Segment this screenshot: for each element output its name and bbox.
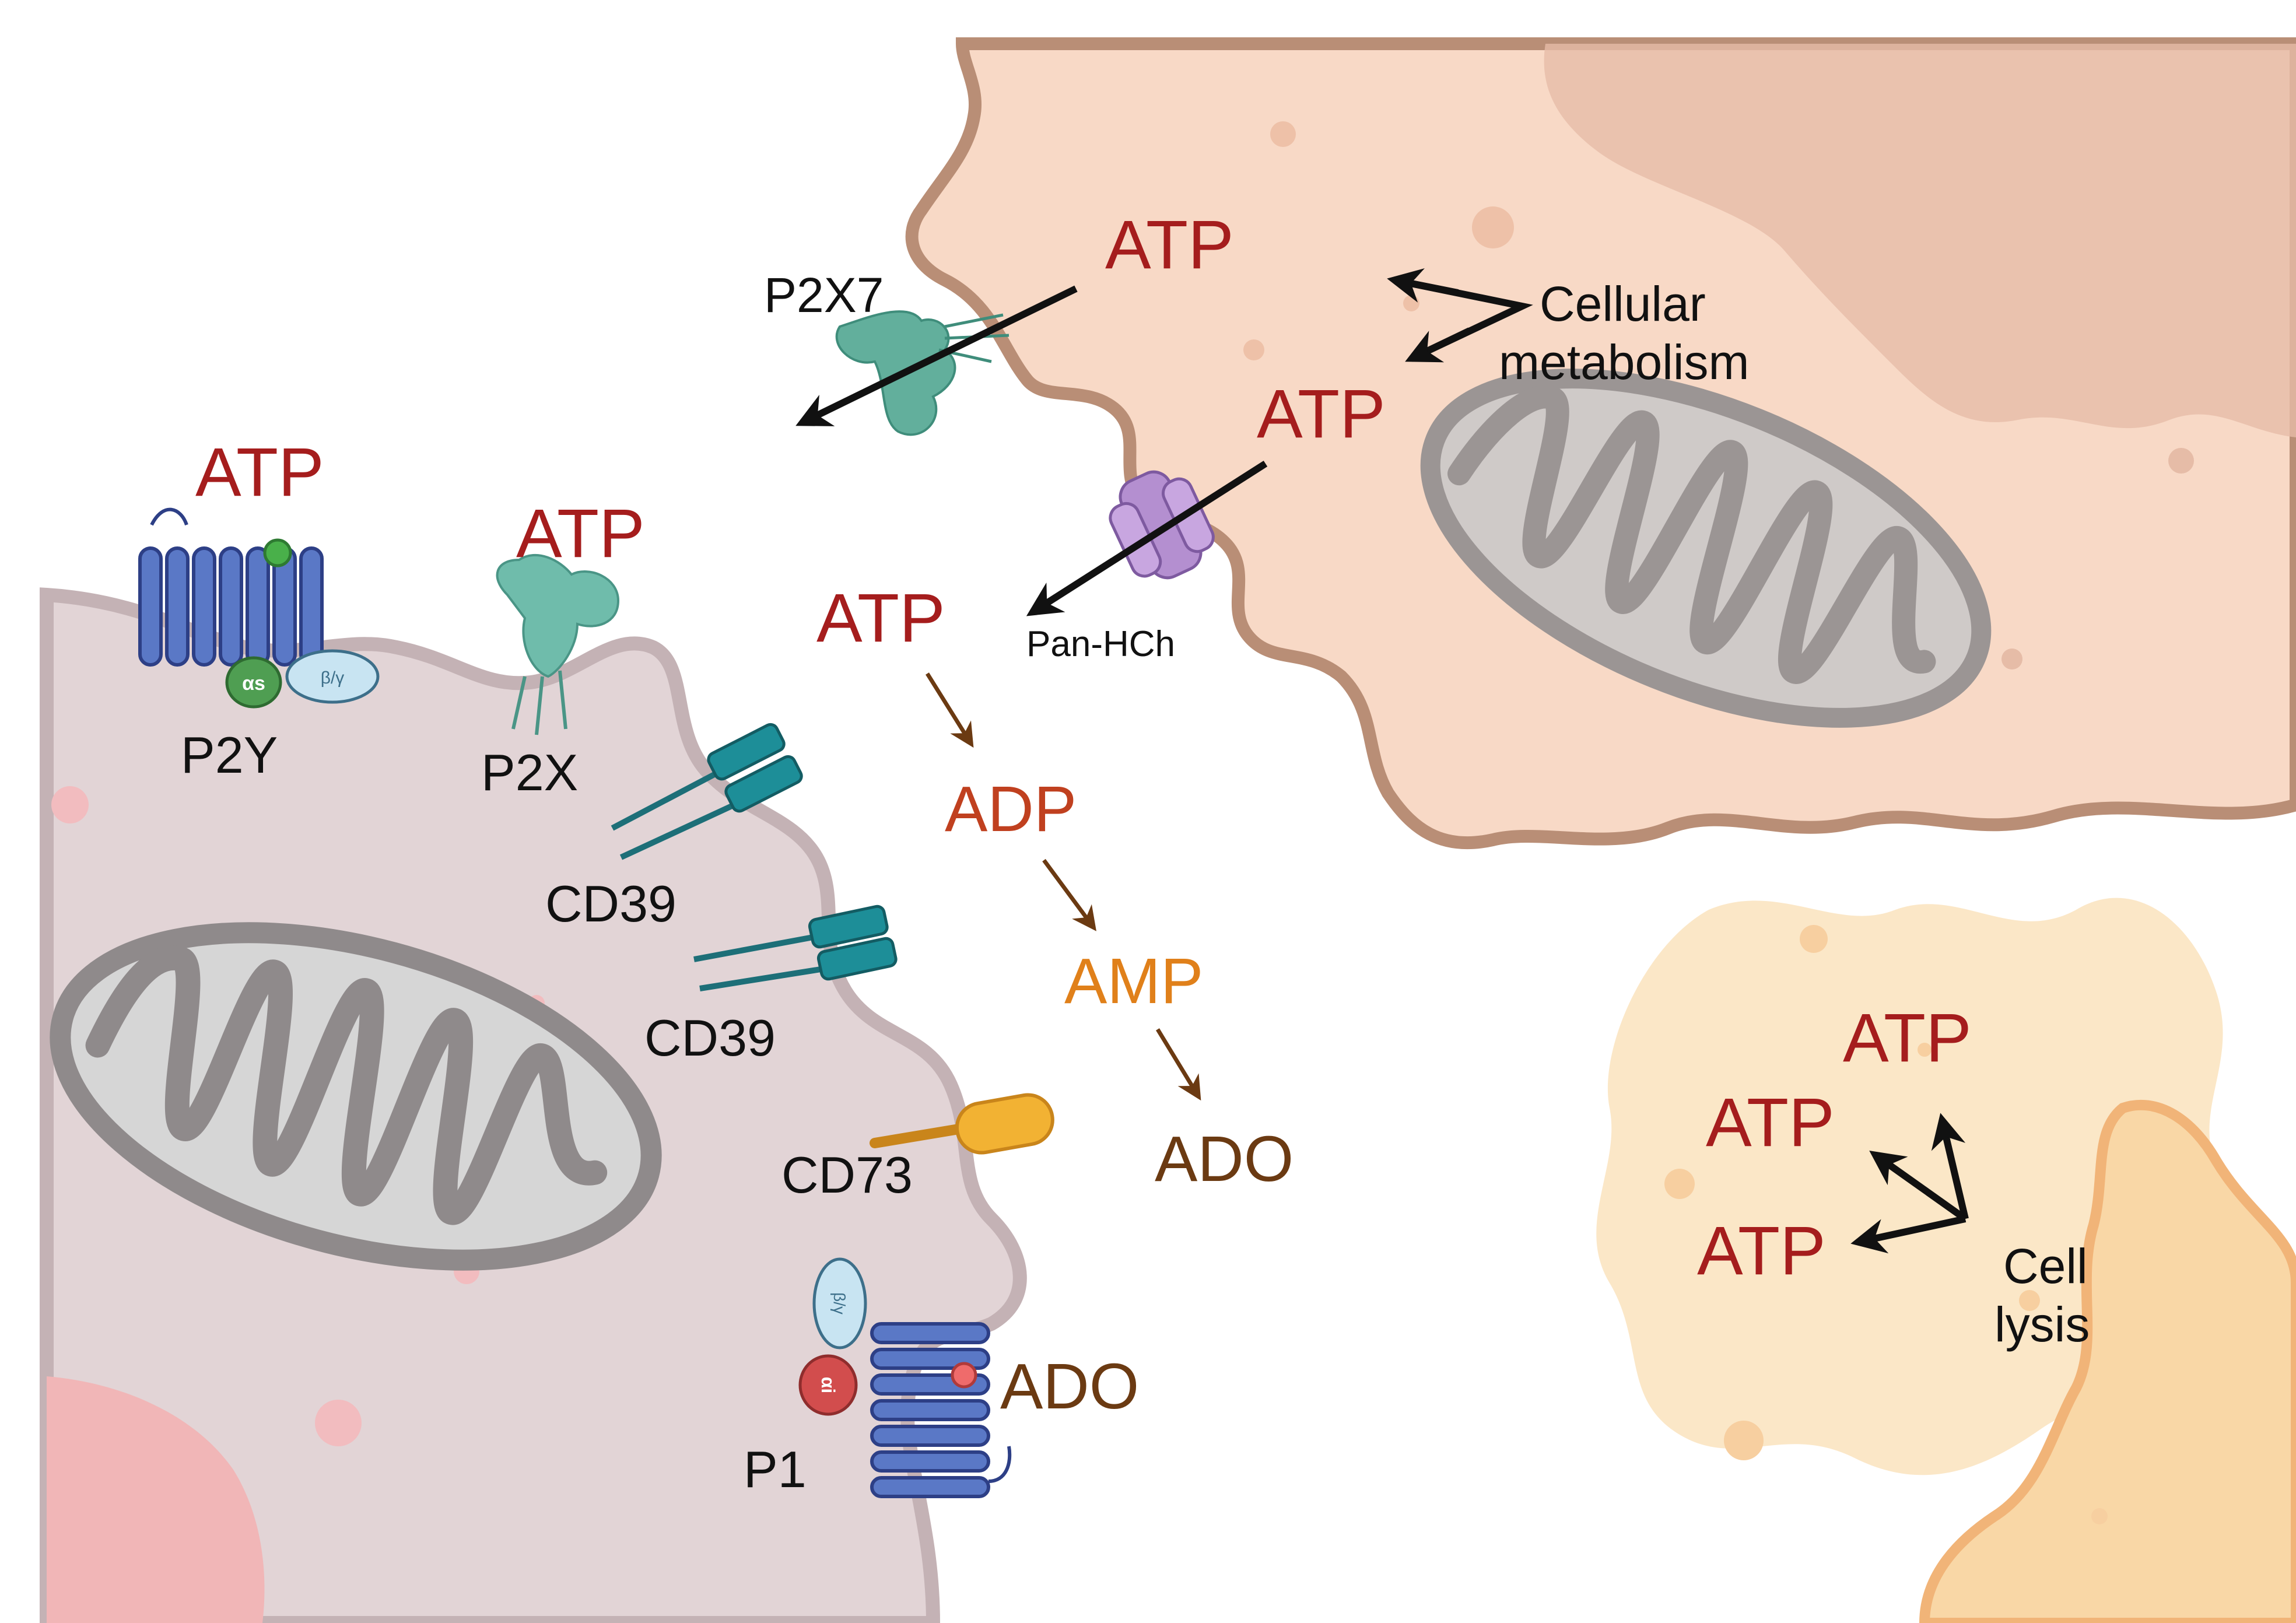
cd73-label: CD73	[781, 1146, 913, 1204]
cd39-enzyme-icon	[611, 723, 803, 860]
p2y-gpcr-icon	[138, 507, 324, 667]
atp-label-lysis-top: ATP	[1843, 1000, 1972, 1077]
amp-to-ado-arrow	[1156, 1028, 1201, 1101]
p1-gpcr-icon	[870, 1322, 1012, 1498]
p2y-label: P2Y	[181, 726, 278, 784]
beta-gamma-subunit-p2y: β/γ	[285, 649, 380, 704]
cell-lysis-label-line1: Cell	[2003, 1239, 2088, 1294]
beta-gamma-label-p2y: β/γ	[321, 668, 345, 688]
amp-label: AMP	[1064, 945, 1203, 1017]
p2x-label: P2X	[481, 744, 578, 801]
alpha-s-subunit: αs	[225, 656, 282, 709]
lysis-arrow-3	[1850, 1215, 1967, 1254]
atp-label-p2y: ATP	[195, 434, 324, 511]
pan-hch-label: Pan-HCh	[1026, 624, 1175, 664]
ado-label-cascade: ADO	[1155, 1123, 1294, 1195]
p2x-channel-icon	[496, 553, 620, 735]
atp-label-pannexin: ATP	[1257, 376, 1386, 453]
cell-lysis-label-line2: lysis	[1994, 1297, 2090, 1352]
atp-label-lysis-bottom: ATP	[1697, 1212, 1826, 1289]
p2x7-efflux-arrow	[795, 285, 1078, 426]
adp-label: ADP	[945, 773, 1077, 845]
mitochondrion-icon	[50, 922, 662, 1271]
cellular-metabolism-label-line1: Cellular	[1540, 276, 1706, 331]
labels: ATP ATP Cellular metabolism P2X7 Pan-HCh…	[181, 206, 2090, 1498]
p2x7-label: P2X7	[764, 268, 884, 323]
arrows	[795, 268, 1969, 1254]
cellular-metabolism-label-line2: metabolism	[1499, 335, 1749, 390]
cd39-enzyme-icon	[693, 905, 898, 991]
p1-label: P1	[744, 1440, 807, 1498]
adp-to-amp-arrow	[1042, 858, 1096, 931]
alpha-s-label: αs	[242, 672, 265, 695]
beta-gamma-label-p1: β/γ	[830, 1292, 849, 1314]
mitochondrion-icon	[1420, 369, 1992, 728]
atp-label-p2x: ATP	[516, 495, 645, 572]
cd39-label-upper: CD39	[545, 875, 676, 933]
lysis-arrow-2	[1869, 1151, 1968, 1222]
ado-label-p1: ADO	[1000, 1351, 1139, 1422]
atp-label-lysis-middle: ATP	[1706, 1084, 1835, 1161]
pannexin-efflux-arrow	[1026, 460, 1268, 616]
atp-label-p2x7: ATP	[1105, 206, 1234, 283]
alpha-i-label: αi	[818, 1377, 839, 1394]
cd39-label-lower: CD39	[644, 1009, 776, 1067]
alpha-i-subunit: αi	[798, 1354, 858, 1416]
atp-to-adp-arrow	[926, 672, 974, 748]
cd73-enzyme-icon	[870, 1093, 1054, 1155]
beta-gamma-subunit-p1: β/γ	[812, 1257, 867, 1349]
p2x7-channel-icon	[835, 310, 1009, 436]
lysis-arrow-1	[1931, 1113, 1969, 1220]
atp-label-cascade: ATP	[816, 580, 945, 657]
